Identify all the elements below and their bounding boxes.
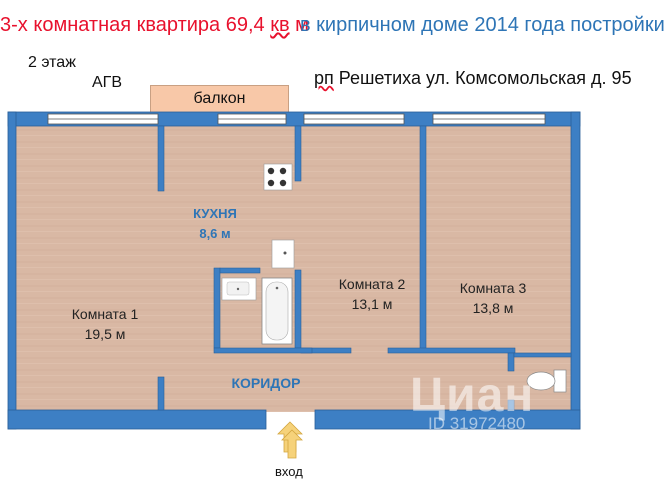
room-1-name: Комната 1 <box>71 306 139 322</box>
windows <box>47 113 546 125</box>
room-1-area: 19,5 м <box>84 326 126 342</box>
address-rest: Решетиха ул. Комсомольская д. 95 <box>333 68 632 88</box>
room-3-name: Комната 3 <box>459 280 527 296</box>
header-title: 3-х комнатная квартира 69,4 кв м <box>0 14 309 37</box>
room-2-area: 13,1 м <box>351 296 393 312</box>
entry-arrow-shaft <box>281 429 303 459</box>
header-title-part1: 3-х комнатная квартира 69,4 <box>0 14 271 36</box>
room-2-name: Комната 2 <box>338 276 406 292</box>
kitchen-sink-icon <box>271 239 295 269</box>
watermark-id: ID 31972480 <box>428 414 526 433</box>
floor-area <box>16 126 571 412</box>
floor-plan <box>7 111 581 453</box>
header-title-part2: м <box>289 14 309 36</box>
kitchen-label: КУХНЯ 8,6 м <box>175 204 255 244</box>
floor-label: 2 этаж <box>28 54 76 71</box>
room-3-label: Комната 3 13,8 м <box>443 278 543 318</box>
room-1-label: Комната 1 19,5 м <box>40 304 170 344</box>
watermark-brand: Циан <box>410 369 535 422</box>
kitchen-name: КУХНЯ <box>193 206 237 221</box>
address-prefix: рп <box>314 68 334 88</box>
room-3-area: 13,8 м <box>472 300 514 316</box>
header-title-unit: кв <box>270 14 290 36</box>
kitchen-area: 8,6 м <box>199 226 231 241</box>
agv-label: АГВ <box>92 74 123 91</box>
toilet-icon <box>526 369 567 393</box>
bathtub-icon <box>261 277 293 345</box>
room-2-label: Комната 2 13,1 м <box>322 274 422 314</box>
balcony-label: балкон <box>150 85 289 113</box>
bath-sink-icon <box>221 277 257 301</box>
address: рп Решетиха ул. Комсомольская д. 95 <box>314 68 632 89</box>
interior-walls <box>157 125 572 411</box>
entry-label: вход <box>275 464 303 479</box>
corridor-label: КОРИДОР <box>231 375 301 391</box>
header-subtitle: в кирпичном доме 2014 года постройки <box>300 14 665 36</box>
stove-icon <box>263 163 293 191</box>
